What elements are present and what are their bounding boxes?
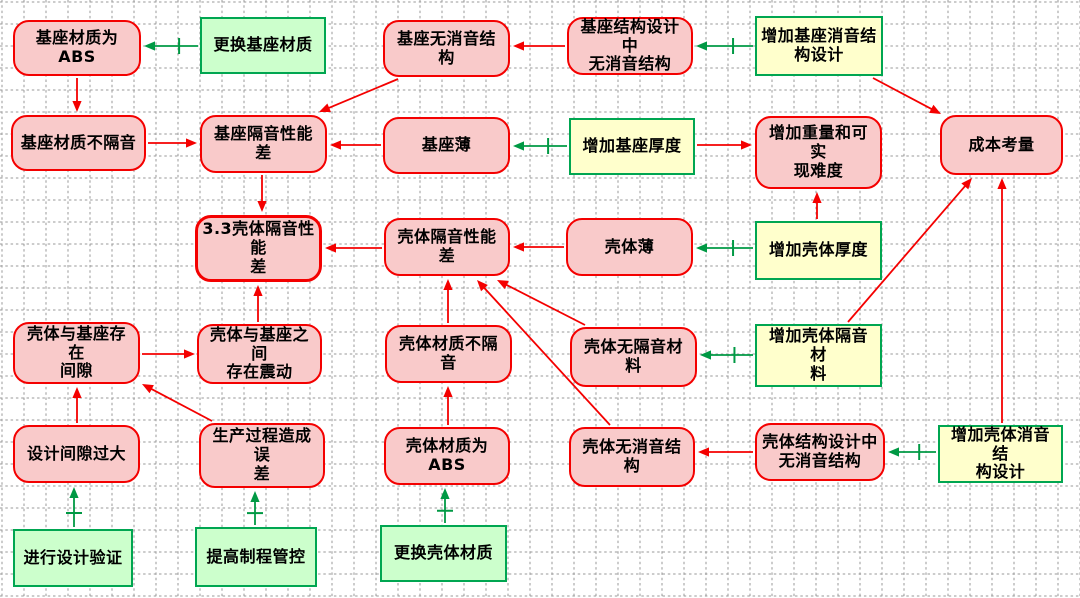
node-jianxi[interactable]: 壳体与基座存在 间隙 [13,322,140,384]
node-genghuan-keti-caizhi[interactable]: 更换壳体材质 [380,525,507,582]
edge-zengjia-jizuo-houdu-to-zengjia-zhongliang [697,140,752,150]
edge-keti-wu-xiaoyin-to-keti-geyin-cha [477,280,611,426]
edge-keti-geyin-cha-to-root-keti-geyin-cha [325,243,382,253]
edge-genghuan-jizuo-caizhi-to-jizuo-abs [144,38,198,54]
node-label: 壳体隔音性能差 [397,227,497,265]
node-jizuo-bu-geyin[interactable]: 基座材质不隔音 [11,115,146,171]
node-label: 生产过程造成误 差 [212,426,312,483]
node-label: 设计间隙过大 [26,443,126,463]
node-keti-jiegou-sheji[interactable]: 壳体结构设计中 无消音结构 [755,423,885,481]
edge-keti-abs-to-keti-bu-geyin [443,386,453,425]
edge-keti-bu-geyin-to-keti-geyin-cha [443,279,453,323]
node-jizuo-abs[interactable]: 基座材质为ABS [13,20,141,76]
node-label: 壳体材质为ABS [405,436,489,474]
node-label: 壳体结构设计中 无消音结构 [762,432,878,470]
node-label: 壳体与基座存在 间隙 [26,323,126,381]
node-jizuo-geyin-cha[interactable]: 基座隔音性能差 [200,115,327,173]
edge-zengjia-jizuo-xiaoyin-to-jizuo-jiegou-sheji [696,38,753,54]
node-label: 基座薄 [421,135,472,155]
node-keti-abs[interactable]: 壳体材质为ABS [384,427,510,485]
node-keti-wu-geyin-cailiao[interactable]: 壳体无隔音材料 [570,327,697,387]
node-label: 进行设计验证 [23,547,123,567]
node-label: 壳体与基座之间 存在震动 [209,324,309,382]
node-keti-bu-geyin[interactable]: 壳体材质不隔音 [385,325,512,383]
node-label: 增加基座厚度 [582,136,682,156]
node-label: 增加壳体消音结 构设计 [950,424,1050,482]
node-label: 更换壳体材质 [393,543,493,563]
node-label: 基座隔音性能差 [213,124,313,162]
node-label: 壳体材质不隔音 [398,334,498,372]
edge-genghuan-keti-caizhi-to-keti-abs [437,488,453,523]
node-label: 壳体薄 [604,236,655,256]
node-label: 壳体无隔音材料 [583,337,683,375]
edge-jizuo-abs-to-jizuo-bu-geyin [72,78,82,112]
node-chengben-kaoliang[interactable]: 成本考量 [940,115,1063,175]
node-zengjia-jizuo-xiaoyin[interactable]: 增加基座消音结 构设计 [755,16,883,76]
node-zengjia-keti-xiaoyin[interactable]: 增加壳体消音结 构设计 [938,425,1063,483]
node-keti-bao[interactable]: 壳体薄 [566,218,693,276]
node-zengjia-keti-houdu[interactable]: 增加壳体厚度 [755,221,882,280]
edge-jizuo-wu-xiaoyin-to-jizuo-geyin-cha [319,78,399,113]
node-label: 3.3壳体隔音性能 差 [202,219,315,276]
node-label: 基座无消音结构 [396,28,496,67]
node-zengjia-jizuo-houdu[interactable]: 增加基座厚度 [569,118,695,175]
edge-jizuo-geyin-cha-to-root-keti-geyin-cha [257,175,267,212]
node-label: 成本考量 [968,134,1035,154]
node-label: 基座材质不隔音 [20,132,137,152]
edge-zengjia-keti-xiaoyin-to-keti-jiegou-sheji [888,444,936,460]
node-zengjia-keti-geyin[interactable]: 增加壳体隔音材 料 [755,324,882,387]
node-jizuo-bao[interactable]: 基座薄 [383,117,510,174]
node-label: 更换基座材质 [213,35,313,55]
node-label: 增加壳体隔音材 料 [768,326,868,383]
node-root-keti-geyin-cha[interactable]: 3.3壳体隔音性能 差 [195,215,322,282]
node-tigao-zhicheng-guankong[interactable]: 提高制程管控 [195,527,317,587]
edge-jizuo-jiegou-sheji-to-jizuo-wu-xiaoyin [513,41,565,51]
edge-zhendong-to-root-keti-geyin-cha [253,285,263,322]
edge-keti-wu-geyin-cailiao-to-keti-geyin-cha [497,280,586,326]
edge-zengjia-keti-xiaoyin-to-chengben-kaoliang [997,178,1007,423]
node-sheji-jianxi-guoda[interactable]: 设计间隙过大 [13,425,140,483]
edge-tigao-zhicheng-guankong-to-shengchan-wucha [247,491,263,525]
node-label: 提高制程管控 [206,546,306,566]
node-jinxing-sheji-yanzheng[interactable]: 进行设计验证 [13,529,133,587]
edge-jizuo-bu-geyin-to-jizuo-geyin-cha [148,138,197,148]
edge-zengjia-jizuo-xiaoyin-to-chengben-kaoliang [872,77,941,114]
edge-jianxi-to-zhendong [142,349,195,359]
node-label: 基座材质为ABS [35,28,119,66]
node-label: 增加重量和可实 现难度 [768,123,868,180]
edge-keti-jiegou-sheji-to-keti-wu-xiaoyin [698,447,753,457]
edge-sheji-jianxi-guoda-to-jianxi [72,387,82,423]
node-label: 基座结构设计中 无消音结构 [580,16,680,74]
node-keti-wu-xiaoyin[interactable]: 壳体无消音结构 [569,427,695,487]
node-keti-geyin-cha[interactable]: 壳体隔音性能差 [384,218,510,276]
node-label: 增加壳体厚度 [768,240,868,260]
node-jizuo-jiegou-sheji[interactable]: 基座结构设计中 无消音结构 [567,17,693,75]
node-label: 壳体无消音结构 [582,437,682,475]
node-zhendong[interactable]: 壳体与基座之间 存在震动 [197,324,322,384]
edge-jinxing-sheji-yanzheng-to-sheji-jianxi-guoda [66,487,82,527]
edge-zengjia-jizuo-houdu-to-jizuo-bao [513,138,567,154]
edge-shengchan-wucha-to-jianxi [142,384,213,422]
node-jizuo-wu-xiaoyin[interactable]: 基座无消音结构 [383,20,510,77]
node-zengjia-zhongliang[interactable]: 增加重量和可实 现难度 [755,116,882,189]
node-label: 增加基座消音结 构设计 [761,26,877,64]
edge-zengjia-keti-houdu-to-keti-bao [696,240,753,256]
edge-keti-bao-to-keti-geyin-cha [513,242,564,252]
edge-zengjia-keti-houdu-to-zengjia-zhongliang [812,192,822,219]
edge-jizuo-bao-to-jizuo-geyin-cha [330,140,381,150]
edge-zengjia-keti-geyin-to-chengben-kaoliang [847,178,972,323]
node-shengchan-wucha[interactable]: 生产过程造成误 差 [199,423,325,488]
node-genghuan-jizuo-caizhi[interactable]: 更换基座材质 [200,17,326,74]
edge-zengjia-keti-geyin-to-keti-wu-geyin-cailiao [700,347,753,363]
